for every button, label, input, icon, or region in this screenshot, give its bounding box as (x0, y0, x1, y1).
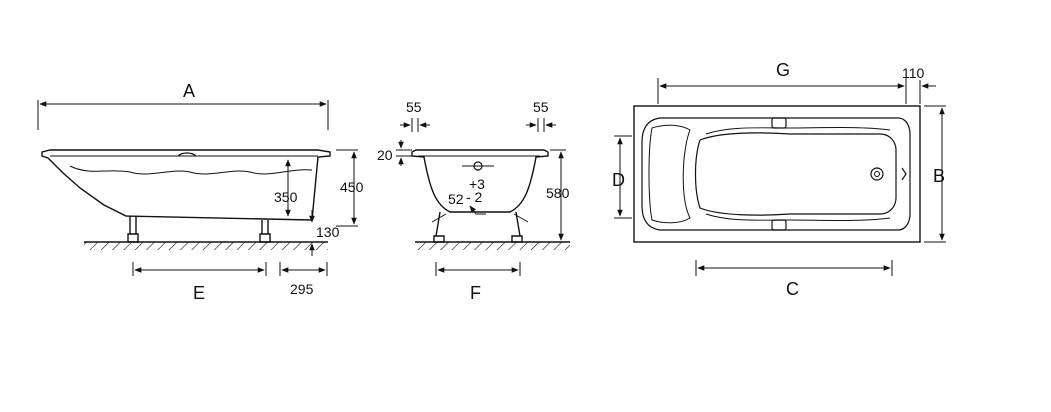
side-leg-right (259, 220, 271, 243)
floor-hatch-side (84, 242, 328, 250)
water-wave-line (69, 165, 313, 175)
label-tol-plus: +3 (469, 176, 485, 192)
tub-top-basin (694, 132, 897, 216)
tub-top-outline (633, 105, 921, 243)
side-view (37, 100, 358, 276)
drain-top (870, 167, 884, 181)
label-52: 52 (448, 191, 464, 207)
label-e: E (193, 283, 205, 303)
label-55-right: 55 (533, 99, 549, 115)
labels: A 350 450 130 E 295 55 55 20 580 +3 52 -… (183, 60, 945, 303)
label-110: 110 (902, 65, 925, 81)
tub-side-body (41, 149, 331, 221)
label-295: 295 (290, 281, 314, 297)
label-g: G (776, 60, 790, 80)
label-350: 350 (274, 189, 298, 205)
label-55-left: 55 (406, 99, 422, 115)
label-d: D (612, 170, 625, 190)
label-130: 130 (316, 224, 340, 240)
end-leg-left (433, 211, 445, 243)
label-c: C (786, 279, 799, 299)
label-tol-minus: - 2 (466, 189, 483, 205)
label-20: 20 (377, 147, 393, 163)
handle-bottom (771, 219, 787, 231)
label-a: A (183, 81, 195, 101)
side-leg-left (127, 216, 139, 243)
label-580: 580 (546, 185, 570, 201)
tub-top-rim (641, 117, 911, 231)
tub-end-body (411, 149, 549, 213)
end-view (396, 118, 570, 276)
label-450: 450 (340, 179, 364, 195)
top-view (614, 78, 946, 276)
handle-top (771, 117, 787, 129)
end-leg-right (511, 211, 523, 243)
label-b: B (933, 166, 945, 186)
floor-hatch-end (415, 242, 570, 250)
label-f: F (470, 283, 481, 303)
